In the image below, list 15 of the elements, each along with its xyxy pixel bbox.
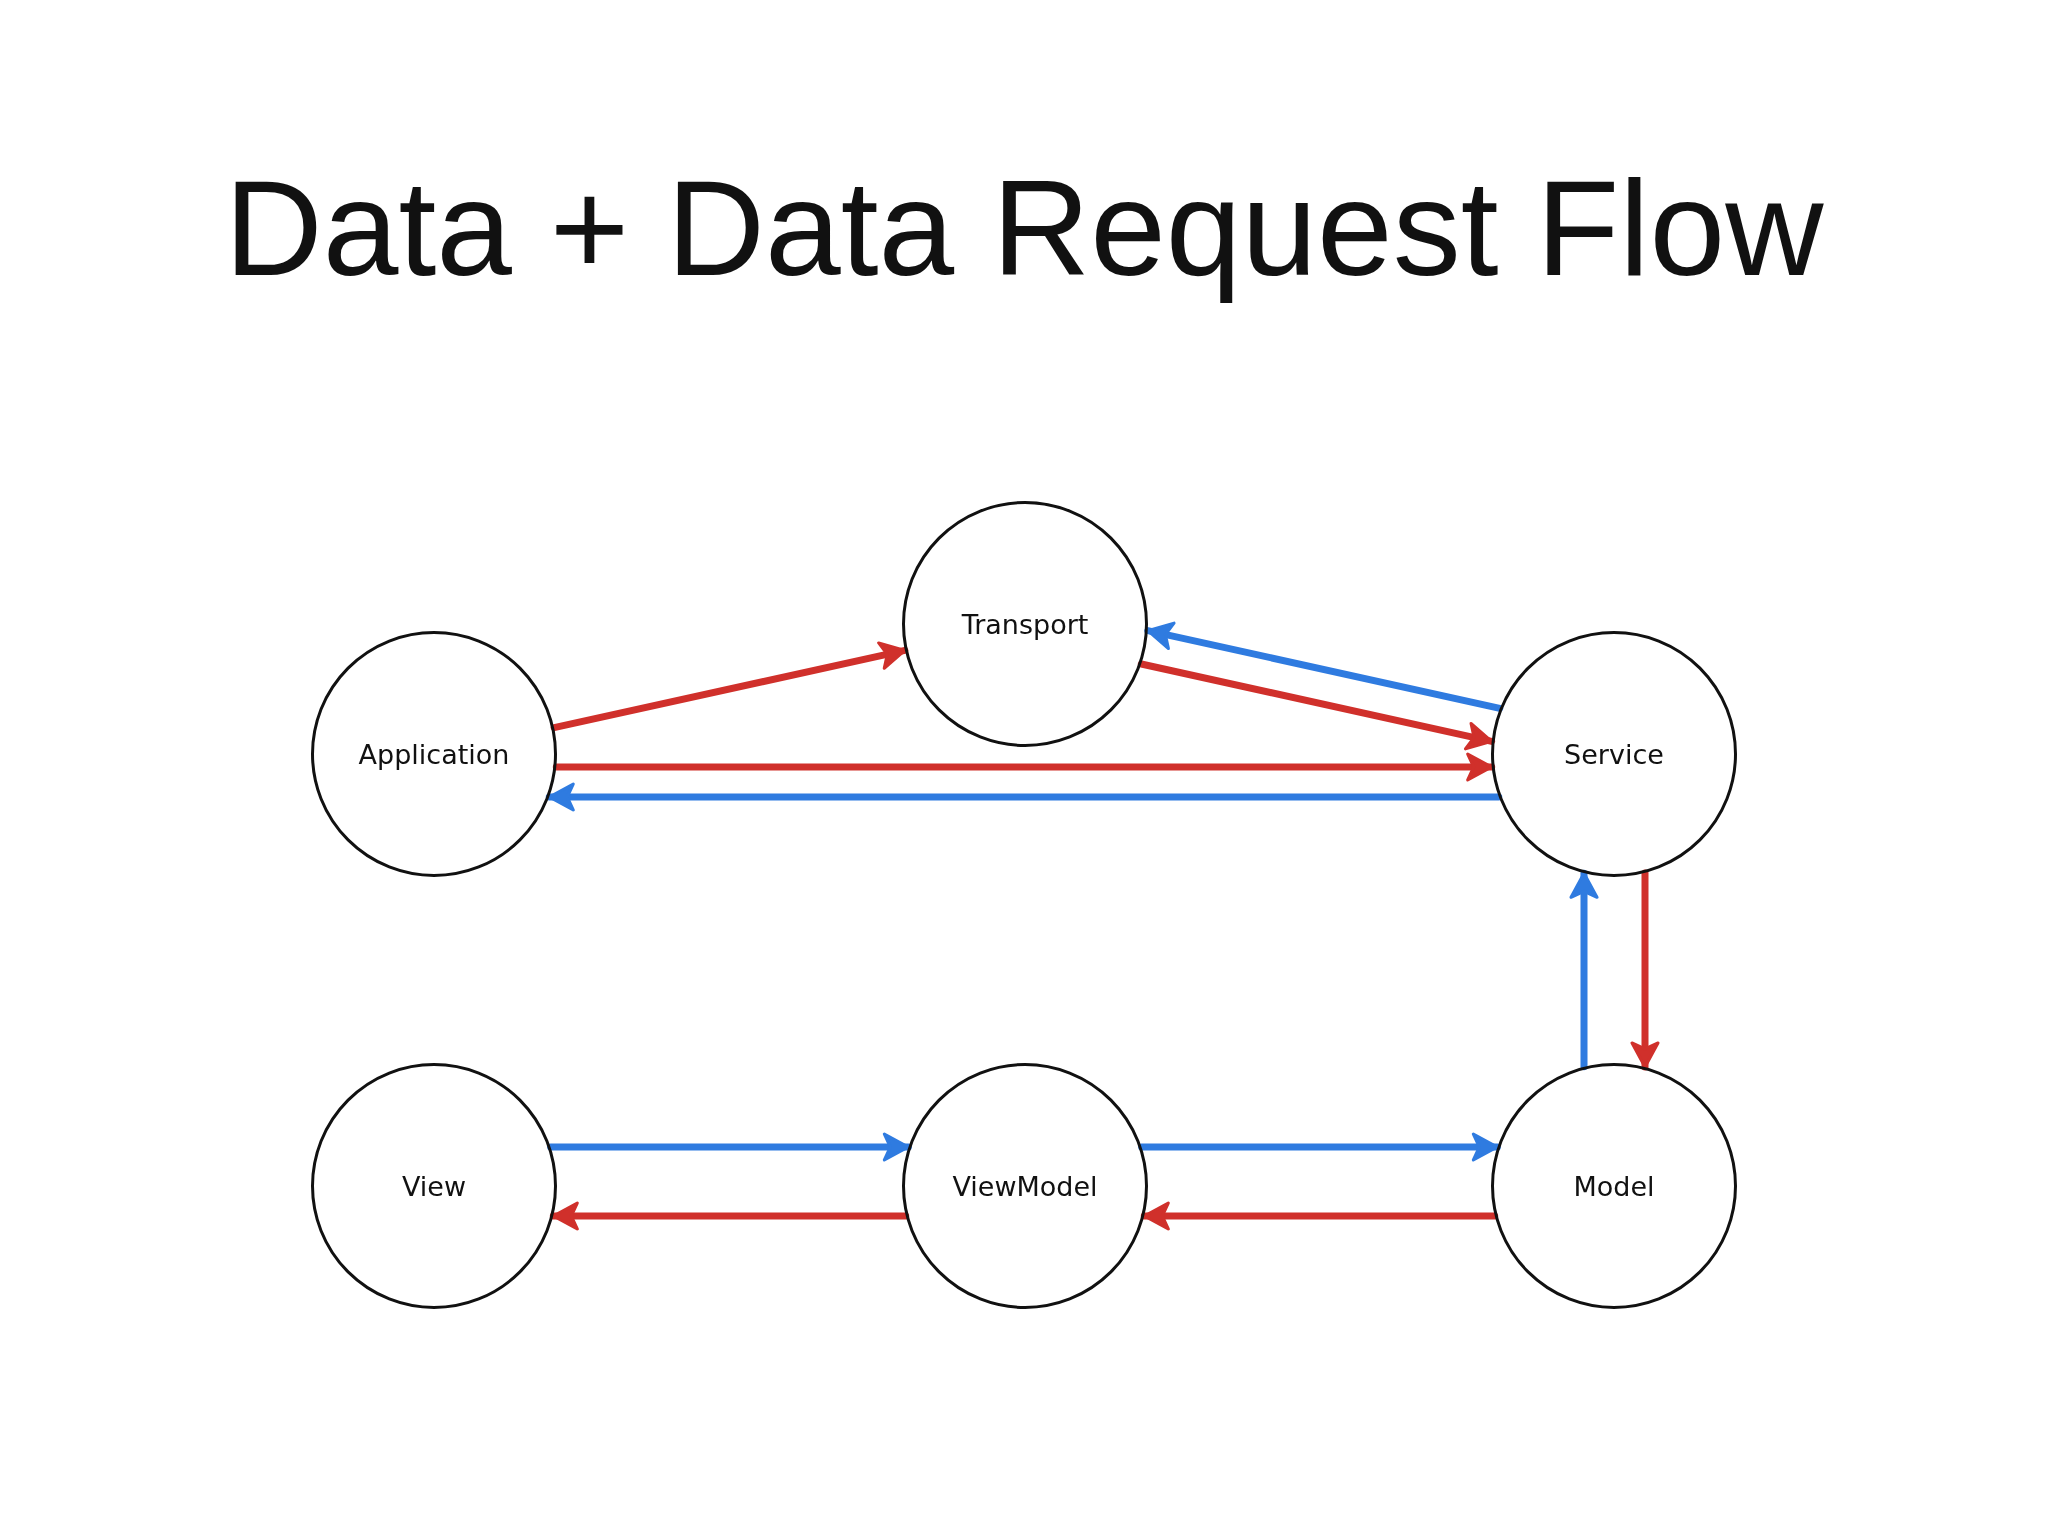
node-label: Application xyxy=(358,738,510,770)
node-circle xyxy=(1491,631,1737,877)
node-label: Model xyxy=(1573,1170,1655,1202)
node-label: View xyxy=(401,1170,467,1202)
node-circle xyxy=(1491,1063,1737,1309)
title: Data + Data Request Flow xyxy=(224,151,1824,306)
node-circle xyxy=(902,501,1148,747)
node-circle xyxy=(311,631,557,877)
node-label: Service xyxy=(1564,738,1664,770)
node-circle xyxy=(902,1063,1148,1309)
node-label: Transport xyxy=(961,608,1089,640)
arrow xyxy=(547,1132,912,1162)
node-circle xyxy=(311,1063,557,1309)
node-label: ViewModel xyxy=(952,1170,1098,1202)
arrow xyxy=(1138,1132,1501,1162)
